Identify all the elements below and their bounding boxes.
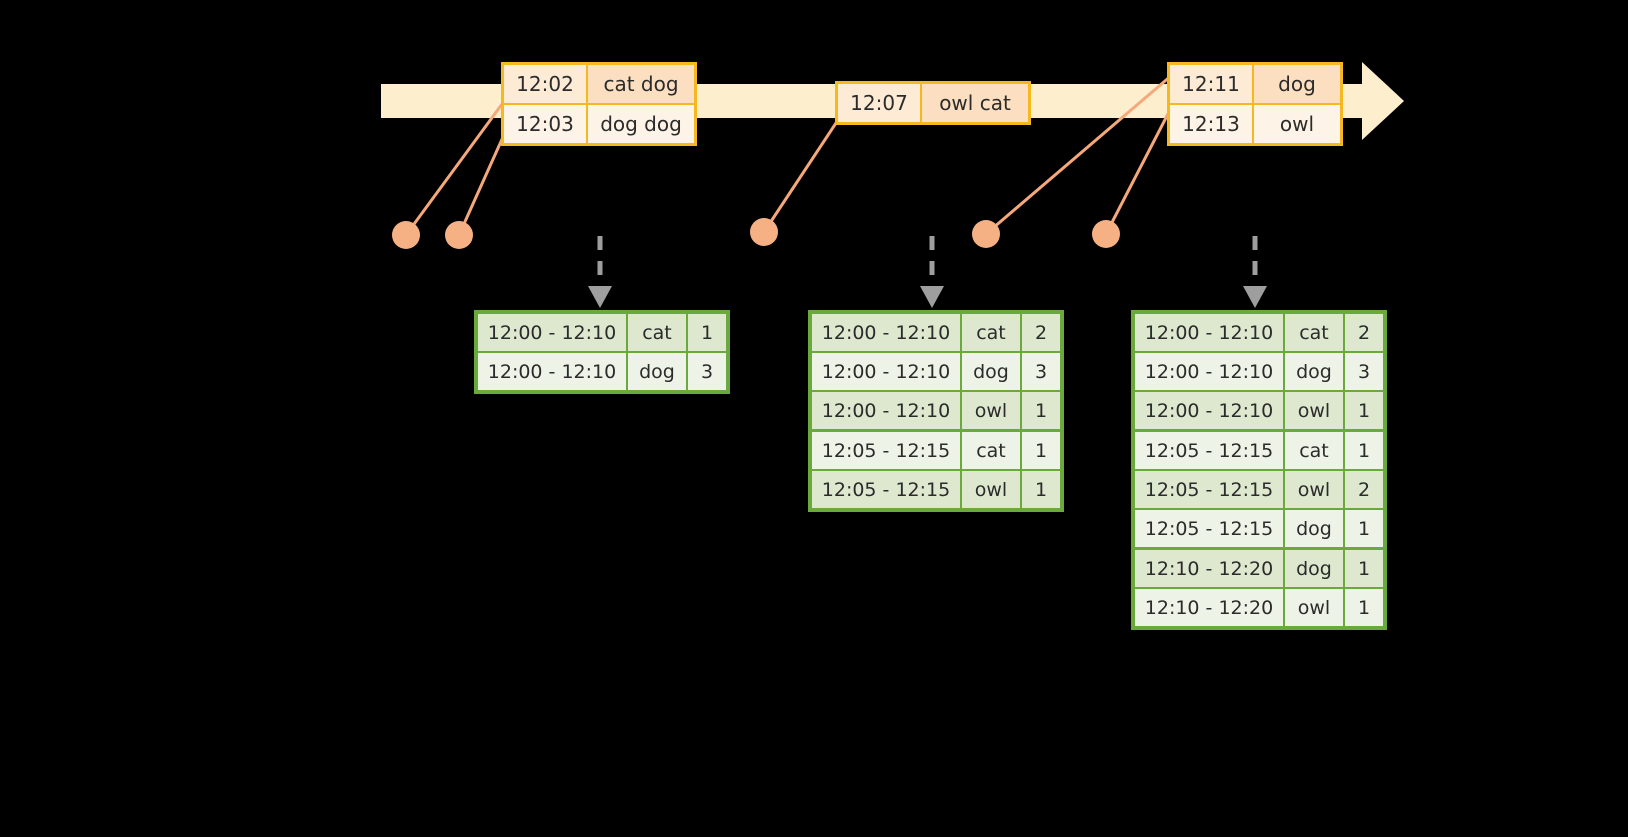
trigger-arrows bbox=[588, 236, 1267, 308]
event-dot-2 bbox=[445, 221, 473, 249]
event-time: 12:02 bbox=[504, 65, 588, 103]
event-words: dog bbox=[1254, 65, 1340, 103]
cell-word: owl bbox=[962, 471, 1020, 508]
event-row: 12:03 dog dog bbox=[504, 103, 694, 143]
cell-count: 2 bbox=[1022, 314, 1060, 351]
cell-word: dog bbox=[962, 353, 1020, 390]
event-group-3: 12:11 dog 12:13 owl bbox=[1167, 62, 1343, 146]
cell-window: 12:00 - 12:10 bbox=[1135, 314, 1283, 351]
cell-word: dog bbox=[1285, 510, 1343, 547]
event-row: 12:13 owl bbox=[1170, 103, 1340, 143]
cell-word: cat bbox=[962, 432, 1020, 469]
cell-window: 12:00 - 12:10 bbox=[812, 353, 960, 390]
cell-window: 12:00 - 12:10 bbox=[478, 314, 626, 351]
cell-count: 1 bbox=[1345, 432, 1383, 469]
event-dot-1 bbox=[392, 221, 420, 249]
cell-word: owl bbox=[1285, 471, 1343, 508]
cell-count: 1 bbox=[1345, 589, 1383, 626]
event-dot-5 bbox=[1092, 220, 1120, 248]
event-dot-4 bbox=[972, 220, 1000, 248]
cell-count: 3 bbox=[688, 353, 726, 390]
cell-window: 12:10 - 12:20 bbox=[1135, 550, 1283, 587]
cell-word: owl bbox=[962, 392, 1020, 429]
cell-count: 1 bbox=[688, 314, 726, 351]
event-row: 12:11 dog bbox=[1170, 65, 1340, 103]
cell-window: 12:00 - 12:10 bbox=[812, 314, 960, 351]
cell-window: 12:00 - 12:10 bbox=[478, 353, 626, 390]
event-words: dog dog bbox=[588, 105, 694, 143]
cell-count: 1 bbox=[1022, 392, 1060, 429]
cell-count: 1 bbox=[1345, 550, 1383, 587]
cell-word: owl bbox=[1285, 392, 1343, 429]
cell-word: owl bbox=[1285, 589, 1343, 626]
cell-word: cat bbox=[628, 314, 686, 351]
event-words: owl bbox=[1254, 105, 1340, 143]
event-time: 12:07 bbox=[838, 84, 922, 122]
cell-window: 12:10 - 12:20 bbox=[1135, 589, 1283, 626]
event-time: 12:13 bbox=[1170, 105, 1254, 143]
trigger-arrow-1 bbox=[588, 236, 612, 308]
cell-word: dog bbox=[1285, 550, 1343, 587]
cell-window: 12:00 - 12:10 bbox=[1135, 392, 1283, 429]
cell-word: cat bbox=[1285, 432, 1343, 469]
cell-count: 1 bbox=[1022, 432, 1060, 469]
event-row: 12:02 cat dog bbox=[504, 65, 694, 103]
trigger-arrow-2 bbox=[920, 236, 944, 308]
event-dots bbox=[392, 218, 1120, 249]
connector-line-5 bbox=[1104, 109, 1172, 235]
event-group-1: 12:02 cat dog 12:03 dog dog bbox=[501, 62, 697, 146]
cell-window: 12:00 - 12:10 bbox=[812, 392, 960, 429]
cell-count: 1 bbox=[1022, 471, 1060, 508]
event-dot-3 bbox=[750, 218, 778, 246]
cell-window: 12:05 - 12:15 bbox=[1135, 471, 1283, 508]
connector-line-1 bbox=[404, 99, 507, 236]
cell-word: dog bbox=[1285, 353, 1343, 390]
event-row: 12:07 owl cat bbox=[838, 84, 1028, 122]
cell-window: 12:05 - 12:15 bbox=[812, 432, 960, 469]
cell-count: 3 bbox=[1345, 353, 1383, 390]
window-group-separator bbox=[812, 429, 1060, 432]
event-words: owl cat bbox=[922, 84, 1028, 122]
cell-window: 12:05 - 12:15 bbox=[812, 471, 960, 508]
cell-count: 3 bbox=[1022, 353, 1060, 390]
cell-count: 2 bbox=[1345, 471, 1383, 508]
event-words: cat dog bbox=[588, 65, 694, 103]
cell-window: 12:00 - 12:10 bbox=[1135, 353, 1283, 390]
trigger-arrow-3 bbox=[1243, 236, 1267, 308]
cell-count: 2 bbox=[1345, 314, 1383, 351]
connector-line-2 bbox=[457, 136, 505, 236]
connector-line-3 bbox=[762, 119, 840, 233]
cell-window: 12:05 - 12:15 bbox=[1135, 432, 1283, 469]
cell-count: 1 bbox=[1345, 392, 1383, 429]
cell-word: cat bbox=[962, 314, 1020, 351]
window-group-separator bbox=[1135, 547, 1383, 550]
event-time: 12:11 bbox=[1170, 65, 1254, 103]
cell-window: 12:05 - 12:15 bbox=[1135, 510, 1283, 547]
window-group-separator bbox=[1135, 429, 1383, 432]
cell-count: 1 bbox=[1345, 510, 1383, 547]
event-group-2: 12:07 owl cat bbox=[835, 81, 1031, 125]
cell-word: dog bbox=[628, 353, 686, 390]
cell-word: cat bbox=[1285, 314, 1343, 351]
event-time: 12:03 bbox=[504, 105, 588, 143]
